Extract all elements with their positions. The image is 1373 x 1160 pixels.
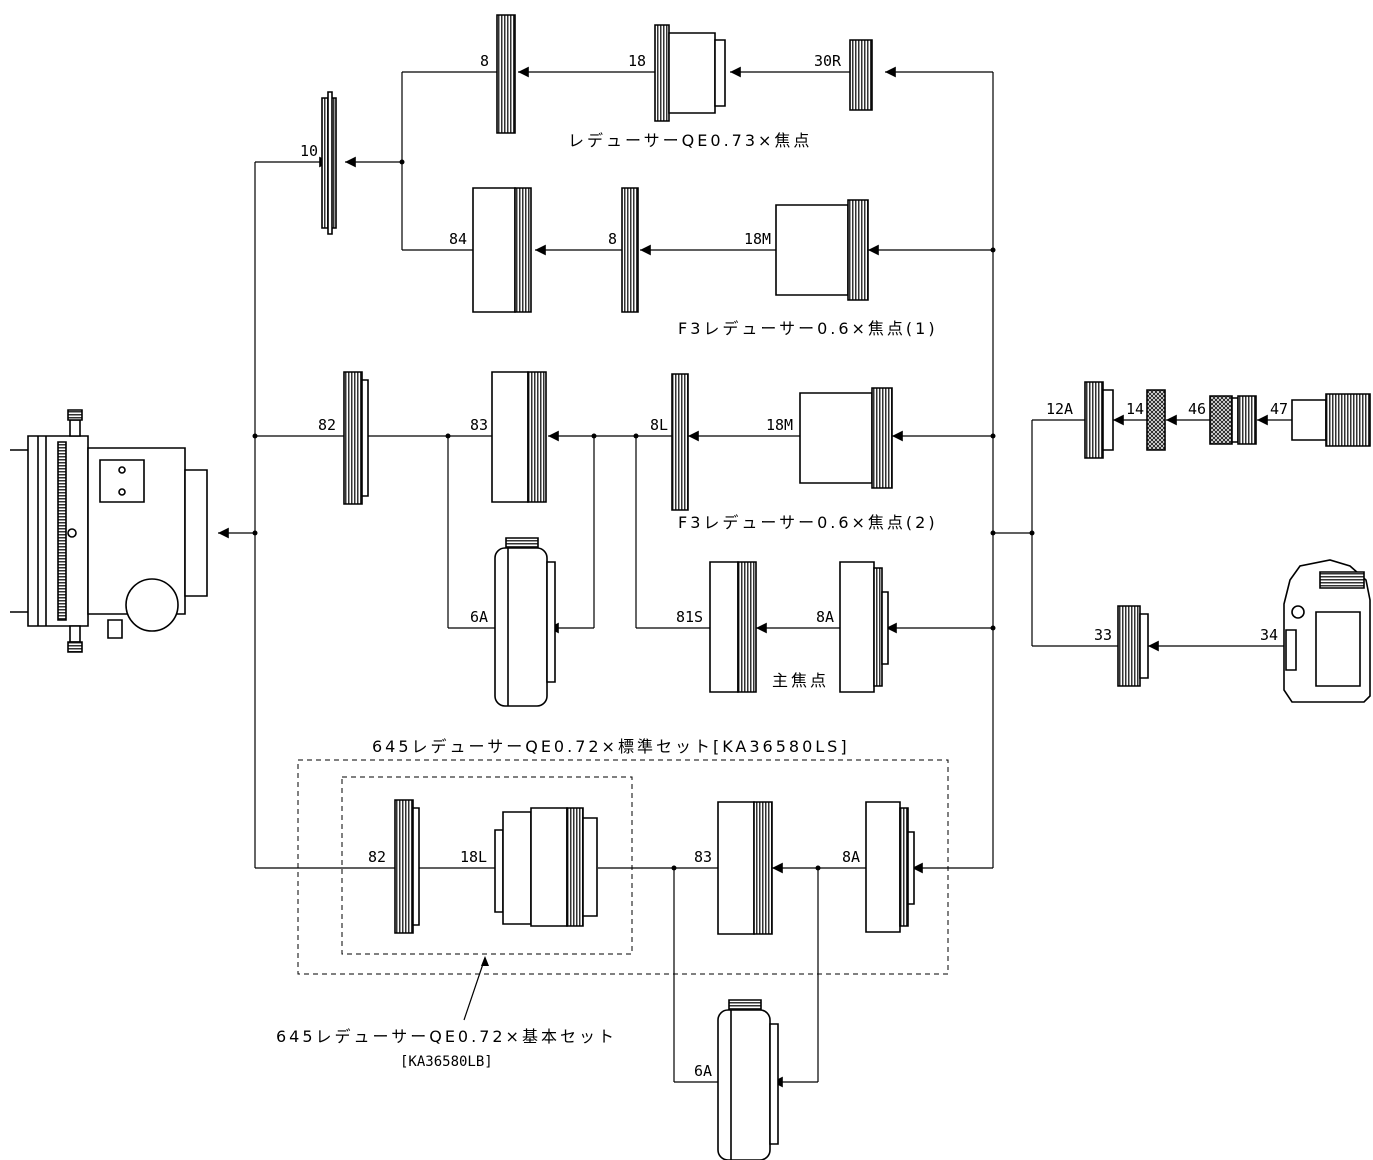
caption-reducer-qe073: レデューサーQE0.73×焦点 [568, 131, 812, 150]
junction-dots [252, 159, 1035, 871]
captions: レデューサーQE0.73×焦点 F3レデューサー0.6×焦点(1) F3レデュー… [276, 131, 938, 1070]
part-12A [1085, 382, 1113, 458]
label-10: 10 [300, 142, 318, 160]
label-33: 33 [1094, 626, 1112, 644]
label-18M-a: 18M [744, 230, 771, 248]
basic-set-leader [463, 957, 486, 1021]
label-14: 14 [1126, 400, 1144, 418]
part-46 [1210, 396, 1256, 444]
label-12A: 12A [1046, 400, 1073, 418]
part-labels: 8 18 30R 10 84 8 18M 82 83 8L 18M 6A 81S… [300, 52, 1288, 1080]
label-6A-a: 6A [470, 608, 488, 626]
part-33 [1118, 606, 1148, 686]
label-8-mid: 8 [608, 230, 617, 248]
part-81S [710, 562, 756, 692]
part-82-a [344, 372, 368, 504]
label-47: 47 [1270, 400, 1288, 418]
label-18M-b: 18M [766, 416, 793, 434]
part-8-mid [622, 188, 638, 312]
caption-prime-focus: 主焦点 [772, 671, 829, 690]
part-8A-b [866, 802, 914, 932]
part-6A-a [495, 538, 555, 706]
part-8-top [497, 15, 515, 133]
label-81S: 81S [676, 608, 703, 626]
caption-f3-reducer-2: F3レデューサー0.6×焦点(2) [678, 513, 938, 532]
part-18M-a [776, 200, 868, 300]
standard-set-box [297, 759, 949, 975]
part-83-a [492, 372, 546, 502]
part-8L [672, 374, 688, 510]
part-18L [495, 808, 597, 926]
label-8A-b: 8A [842, 848, 860, 866]
caption-set-standard: 645レデューサーQE0.72×標準セット[KA36580LS] [372, 737, 850, 756]
label-18L: 18L [460, 848, 487, 866]
basic-set-box [341, 776, 633, 955]
part-14 [1147, 390, 1165, 450]
telescope-focuser [10, 410, 207, 652]
part-18 [655, 25, 725, 121]
part-6A-b [718, 1000, 778, 1160]
caption-set-basic: 645レデューサーQE0.72×基本セット [276, 1027, 617, 1046]
part-10 [322, 92, 336, 234]
label-83-a: 83 [470, 416, 488, 434]
part-82-b [395, 800, 419, 933]
label-8-top: 8 [480, 52, 489, 70]
label-6A-b: 6A [694, 1062, 712, 1080]
label-84: 84 [449, 230, 467, 248]
label-82-b: 82 [368, 848, 386, 866]
caption-f3-reducer-1: F3レデューサー0.6×焦点(1) [678, 319, 938, 338]
caption-set-basic-code: [KA36580LB] [400, 1054, 493, 1070]
label-82-a: 82 [318, 416, 336, 434]
part-8A-a [840, 562, 888, 692]
part-34-camera [1284, 560, 1370, 702]
label-8L: 8L [650, 416, 668, 434]
part-47-eyepiece [1292, 394, 1370, 446]
label-18: 18 [628, 52, 646, 70]
label-34: 34 [1260, 626, 1278, 644]
label-83-b: 83 [694, 848, 712, 866]
part-30R [850, 40, 872, 110]
label-8A-a: 8A [816, 608, 834, 626]
part-84 [473, 188, 531, 312]
label-30R: 30R [814, 52, 842, 70]
label-46: 46 [1188, 400, 1206, 418]
part-83-b [718, 802, 772, 934]
part-18M-b [800, 388, 892, 488]
